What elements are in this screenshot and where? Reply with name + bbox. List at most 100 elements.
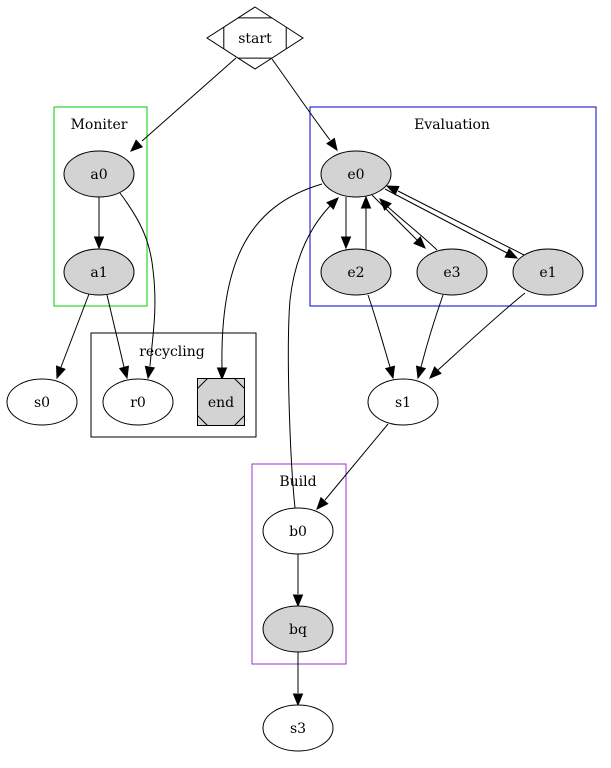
square-corner-marker <box>197 415 208 426</box>
edge-line <box>384 188 508 254</box>
node-label: bq <box>289 622 307 638</box>
node-shape <box>262 605 334 653</box>
edge-line <box>420 294 444 368</box>
node-label: r0 <box>130 395 146 411</box>
node-e0[interactable]: e0 <box>320 150 392 198</box>
arrowhead-icon <box>56 365 66 380</box>
node-label: a0 <box>90 167 107 183</box>
node-label: e2 <box>347 265 364 281</box>
edge-e1-to-e0 <box>385 185 525 256</box>
edge-line <box>324 423 389 501</box>
node-label: a1 <box>90 265 107 281</box>
arrowhead-icon <box>379 198 392 211</box>
square-corner-marker <box>234 378 245 389</box>
node-label: e3 <box>443 265 460 281</box>
arrowhead-icon <box>384 365 396 380</box>
node-bq[interactable]: bq <box>262 605 334 653</box>
edge-line <box>437 292 526 371</box>
arrowhead-icon <box>340 236 352 250</box>
node-shape <box>197 378 245 426</box>
node-label: s1 <box>395 395 411 411</box>
edge-e0-to-e3 <box>371 194 426 249</box>
edge-e2-to-e0 <box>360 195 372 249</box>
cluster-build: Build <box>251 463 347 665</box>
node-shape <box>6 378 78 426</box>
cluster-label: Moniter <box>71 117 128 133</box>
node-shape <box>63 150 135 198</box>
node-a1[interactable]: a1 <box>63 248 135 296</box>
arrowhead-icon <box>130 139 144 152</box>
arrowhead-icon <box>429 366 442 379</box>
arrowhead-icon <box>504 248 519 259</box>
square-corner-marker <box>197 378 208 389</box>
node-label: s3 <box>290 721 306 737</box>
square-corner-marker <box>234 415 245 426</box>
node-label: start <box>238 31 272 47</box>
node-label: end <box>208 395 234 411</box>
edge-line <box>287 205 331 509</box>
edge-bq-to-s3 <box>292 652 304 707</box>
cluster-recycling: recycling <box>90 332 257 438</box>
edge-start-to-e0 <box>271 58 338 152</box>
edge-e0-to-e1 <box>384 188 519 259</box>
cluster-evaluation: Evaluation <box>309 106 597 307</box>
node-label: e1 <box>539 265 556 281</box>
node-shape <box>102 378 174 426</box>
arrowhead-icon <box>326 197 339 210</box>
node-shape <box>63 248 135 296</box>
edge-e1-to-s1 <box>429 292 526 379</box>
node-shape <box>262 507 334 555</box>
arrowhead-icon <box>216 367 228 381</box>
edge-e0-to-end <box>216 183 323 381</box>
arrowhead-icon <box>292 594 304 608</box>
arrowhead-icon <box>326 137 338 152</box>
node-b0[interactable]: b0 <box>262 507 334 555</box>
node-e2[interactable]: e2 <box>320 248 392 296</box>
edge-line <box>371 194 418 241</box>
cluster-border <box>53 106 148 307</box>
edge-line <box>271 58 331 141</box>
node-r0[interactable]: r0 <box>102 378 174 426</box>
arrowhead-icon <box>360 195 372 209</box>
node-e1[interactable]: e1 <box>512 248 584 296</box>
node-s1[interactable]: s1 <box>367 378 439 426</box>
edge-line <box>367 294 391 368</box>
edge-line <box>60 293 90 368</box>
arrowhead-icon <box>144 365 156 380</box>
node-a0[interactable]: a0 <box>63 150 135 198</box>
edge-e3-to-s1 <box>415 294 444 380</box>
cluster-border <box>251 463 347 665</box>
edge-a0-to-a1 <box>93 197 105 250</box>
node-s3[interactable]: s3 <box>262 704 334 752</box>
edge-line <box>387 206 438 251</box>
node-shape <box>320 150 392 198</box>
node-start[interactable]: start <box>206 6 304 70</box>
edge-e2-to-s1 <box>367 294 396 380</box>
edge-line <box>221 183 323 369</box>
arrowhead-icon <box>292 693 304 707</box>
cluster-border <box>309 106 597 307</box>
cluster-moniter: Moniter <box>53 106 148 307</box>
node-shape <box>206 6 304 70</box>
node-shape <box>367 378 439 426</box>
node-end[interactable]: end <box>197 378 245 426</box>
arrowhead-icon <box>118 365 130 380</box>
edge-b0-to-bq <box>292 554 304 608</box>
edge-start-to-a0 <box>130 57 237 152</box>
edge-a1-to-r0 <box>106 294 130 380</box>
edge-e0-to-e2 <box>340 197 352 250</box>
edge-line <box>119 192 156 367</box>
edge-a0-to-r0 <box>119 192 156 380</box>
arrowhead-icon <box>93 236 105 250</box>
node-shape <box>416 248 488 296</box>
edge-b0-to-e0 <box>287 197 339 509</box>
edge-line <box>397 190 525 256</box>
edge-line <box>141 57 237 142</box>
node-s0[interactable]: s0 <box>6 378 78 426</box>
node-label: e0 <box>347 167 364 183</box>
cluster-label: Build <box>279 474 316 490</box>
node-e3[interactable]: e3 <box>416 248 488 296</box>
edge-a1-to-s0 <box>56 293 90 380</box>
node-shape <box>512 248 584 296</box>
